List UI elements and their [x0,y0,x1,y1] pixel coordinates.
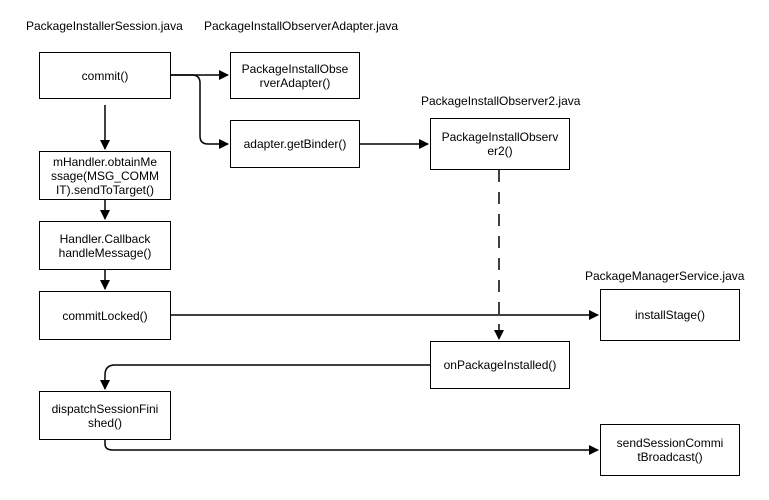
node-commit: commit() [39,52,171,99]
node-obtain-message: mHandler.obtainMe ssage(MSG_COMM IT).sen… [39,151,171,200]
node-obtain-message-label: mHandler.obtainMe ssage(MSG_COMM IT).sen… [50,154,160,197]
edge-dispatch-to-sendbroadcast [104,440,599,455]
node-install-stage: installStage() [600,289,740,341]
file-label-adapter: PackageInstallObserverAdapter.java [204,19,399,33]
node-on-package-installed: onPackageInstalled() [430,341,570,389]
node-send-session-commit-broadcast-label: sendSessionCommi tBroadcast() [616,436,724,464]
file-label-observer2: PackageInstallObserver2.java [421,94,581,108]
node-get-binder: adapter.getBinder() [230,120,360,168]
node-on-package-installed-label: onPackageInstalled() [443,358,557,372]
file-label-session: PackageInstallerSession.java [26,19,183,33]
node-handle-message: Handler.Callback handleMessage() [39,221,171,270]
edge-commit-to-getbinder [171,74,229,149]
node-dispatch-session-finished-label: dispatchSessionFini shed() [51,401,159,430]
node-install-stage-label: installStage() [634,308,706,322]
node-commit-locked-label: commitLocked() [62,308,148,323]
node-adapter-constructor: PackageInstallObse rverAdapter() [230,52,360,99]
node-observer2-constructor: PackageInstallObserv er2() [430,118,570,170]
node-adapter-constructor-label: PackageInstallObse rverAdapter() [241,61,349,90]
edge-oninstalled-to-dispatch [100,364,430,390]
node-handle-message-label: Handler.Callback handleMessage() [58,231,152,260]
node-commit-label: commit() [81,68,129,83]
node-dispatch-session-finished: dispatchSessionFini shed() [39,391,171,440]
node-get-binder-label: adapter.getBinder() [243,137,347,151]
node-commit-locked: commitLocked() [39,291,171,340]
node-send-session-commit-broadcast: sendSessionCommi tBroadcast() [600,424,740,476]
file-label-pms: PackageManagerService.java [585,269,745,283]
node-observer2-constructor-label: PackageInstallObserv er2() [441,130,559,158]
